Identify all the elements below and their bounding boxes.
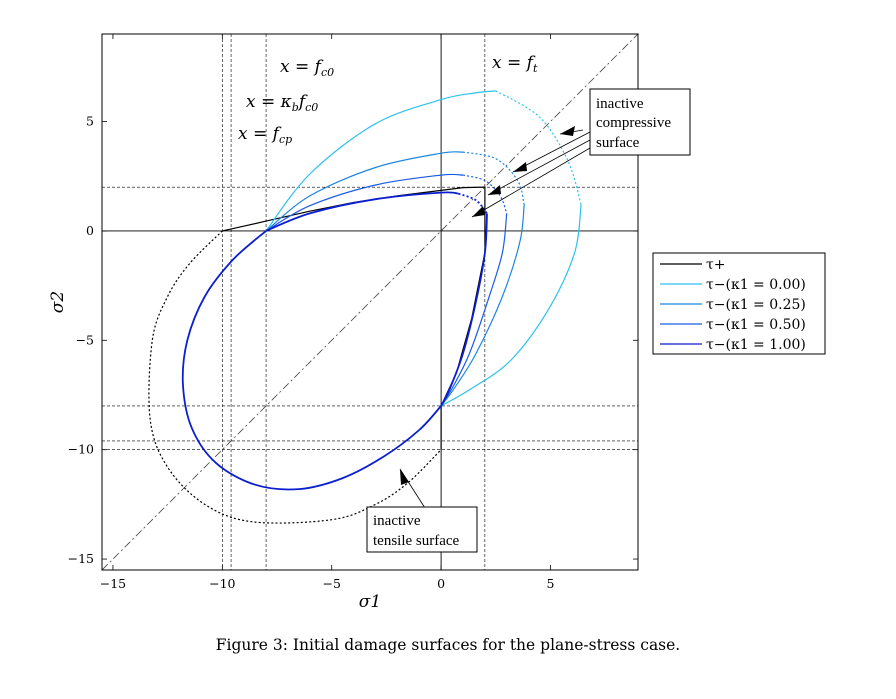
x-tick-label: 0 (437, 576, 445, 591)
series-line (265, 173, 464, 232)
series-line (495, 90, 582, 205)
legend-item: τ−(κ1 = 0.00) (660, 277, 806, 293)
callout-compressive: inactive compressive surface (471, 88, 691, 218)
svg-text:tensile surface: tensile surface (373, 533, 460, 549)
svg-text:surface: surface (596, 135, 640, 151)
legend-item: τ−(κ1 = 1.00) (660, 337, 806, 353)
series-line (440, 204, 582, 407)
legend-label: τ−(κ1 = 0.00) (706, 277, 806, 293)
x-tick-label: 5 (547, 576, 555, 591)
legend-label: τ−(κ1 = 1.00) (706, 337, 806, 353)
series-line (265, 151, 464, 232)
legend: τ+ τ−(κ1 = 0.00) τ−(κ1 = 0.25) τ−(κ1 = 0.50… (652, 252, 826, 355)
callout-tensile: inactive tensile surface (366, 468, 478, 553)
series-line (181, 230, 442, 491)
svg-text:compressive: compressive (596, 115, 671, 131)
plot-frame (101, 33, 639, 571)
callout-compressive-box (589, 88, 691, 156)
series-line (458, 192, 488, 214)
x-tick-label: −10 (209, 576, 235, 591)
annotation-x-kb-fc0: x = κbfc0 (246, 92, 318, 114)
y-tick-label: 5 (86, 114, 94, 129)
ref-line-diagonal (102, 34, 638, 570)
legend-label: τ+ (706, 257, 725, 273)
series-line (462, 174, 508, 214)
reference-lines (102, 34, 638, 570)
legend-label: τ−(κ1 = 0.50) (706, 317, 806, 333)
y-tick-label: −10 (68, 442, 94, 457)
axis-ticks: −15 −10 −5 0 5 −15 −10 −5 0 5 (68, 34, 638, 591)
legend-item: τ−(κ1 = 0.50) (660, 317, 806, 333)
svg-text:inactive: inactive (373, 513, 421, 529)
y-tick-label: −5 (76, 332, 94, 347)
y-axis-label: σ2 (48, 291, 68, 313)
legend-item: τ+ (660, 257, 725, 273)
svg-text:inactive: inactive (596, 96, 644, 112)
legend-label: τ−(κ1 = 0.25) (706, 297, 806, 313)
damage-surface-curves (148, 90, 582, 524)
annotation-x-fcp: x = fcp (238, 124, 292, 146)
series-line (440, 213, 508, 407)
x-tick-label: −15 (100, 576, 126, 591)
annotation-x-ft: x = ft (492, 53, 538, 75)
callout-tensile-box (366, 506, 478, 553)
series-3 (265, 173, 508, 407)
x-tick-label: −5 (322, 576, 340, 591)
figure-caption: Figure 3: Initial damage surfaces for th… (215, 636, 681, 654)
series-line (265, 90, 496, 232)
series-line (148, 230, 442, 524)
series-line (440, 213, 488, 407)
legend-item: τ−(κ1 = 0.25) (660, 297, 806, 313)
x-axis-label: σ1 (359, 592, 381, 612)
series-1 (265, 90, 582, 407)
series-4 (181, 191, 488, 491)
series-line (265, 191, 459, 232)
series-line (440, 204, 525, 407)
annotation-x-fc0: x = fc0 (280, 57, 334, 79)
y-tick-label: 0 (86, 223, 94, 238)
y-tick-label: −15 (68, 551, 94, 566)
series-2 (265, 151, 525, 407)
